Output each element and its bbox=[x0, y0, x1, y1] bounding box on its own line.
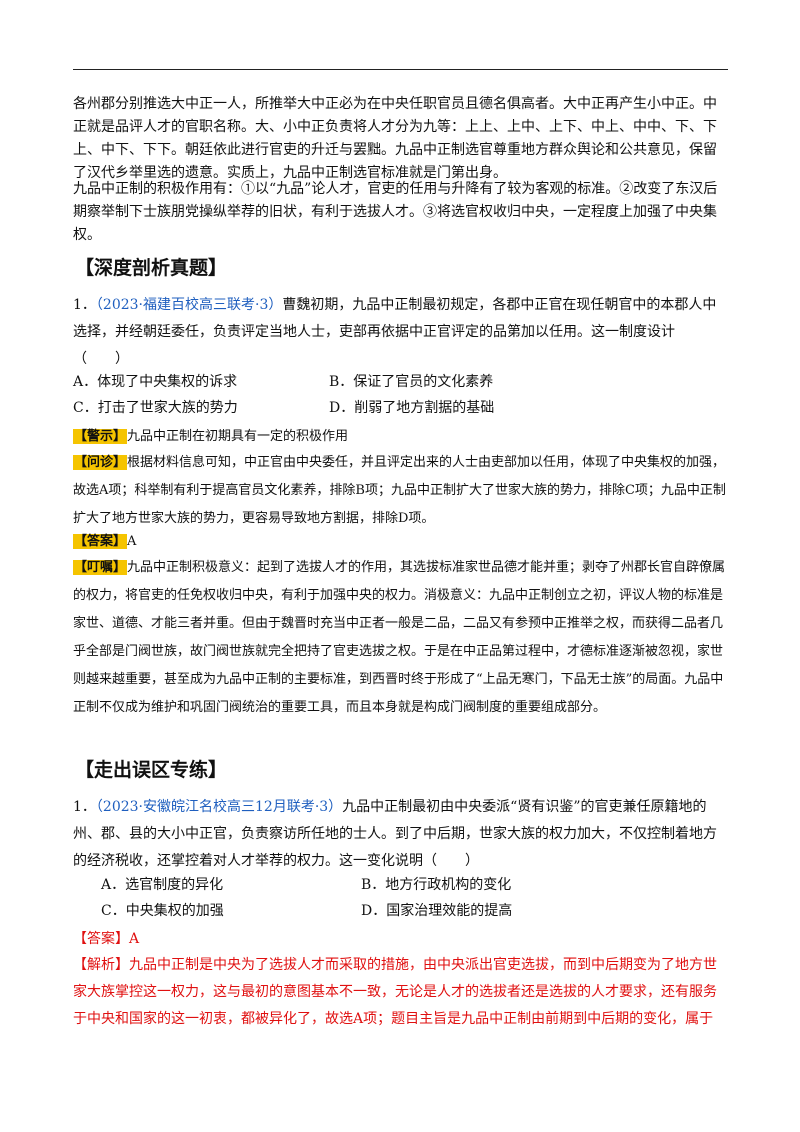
section-title-practice: 【走出误区专练】 bbox=[75, 759, 228, 781]
hint-tag: 【警示】 bbox=[73, 429, 128, 444]
answer-label: 【答案】 bbox=[73, 931, 129, 947]
answer-text: A bbox=[127, 534, 137, 549]
option-c: C．打击了世家大族的势力 bbox=[73, 400, 238, 416]
question-1-stem: 1．（2023·福建百校高三联考·3）曹魏初期，九品中正制最初规定，各郡中正官在… bbox=[73, 292, 728, 373]
diagnosis-block: 【问诊】根据材料信息可知，中正官由中央委任，并且评定出来的人士由吏部加以任用，体… bbox=[73, 449, 728, 533]
question-text: 九品中正制最初由中央委派“贤有识鉴”的官吏兼任原籍地的州、郡、县的大小中正官，负… bbox=[73, 799, 717, 869]
section-title-deep-analysis: 【深度剖析真题】 bbox=[75, 257, 228, 279]
question-source: （2023·安徽皖江名校高三12月联考·3） bbox=[95, 799, 343, 815]
option-d: D．削弱了地方割据的基础 bbox=[329, 400, 495, 416]
option-a: A．选官制度的异化 bbox=[101, 877, 224, 893]
question-number: 1． bbox=[73, 297, 96, 313]
reminder-tag: 【叮嘱】 bbox=[73, 560, 128, 575]
answer-block: 【答案】A bbox=[73, 528, 728, 556]
answer-tag: 【答案】 bbox=[73, 534, 128, 549]
question-text: 曹魏初期，九品中正制最初规定，各郡中正官在现任朝官中的本郡人中选择，并经朝廷委任… bbox=[73, 297, 717, 340]
diagnosis-tag: 【问诊】 bbox=[73, 455, 128, 470]
reminder-block: 【叮嘱】九品中正制积极意义：起到了选拔人才的作用，其选拔标准家世品德才能并重；剥… bbox=[73, 554, 728, 722]
hint-text: 九品中正制在初期具有一定的积极作用 bbox=[127, 429, 349, 444]
question-2-stem: 1．（2023·安徽皖江名校高三12月联考·3）九品中正制最初由中央委派“贤有识… bbox=[73, 794, 728, 875]
intro-paragraph-1: 各州郡分别推选大中正一人，所推举大中正必为在中央任职官员且德名俱高者。大中正再产… bbox=[73, 96, 717, 181]
diagnosis-text: 根据材料信息可知，中正官由中央委任，并且评定出来的人士由吏部加以任用，体现了中央… bbox=[73, 455, 726, 526]
option-d: D．国家治理效能的提高 bbox=[361, 903, 513, 919]
answer-text: A bbox=[129, 931, 140, 947]
option-b: B．保证了官员的文化素养 bbox=[329, 374, 494, 390]
analysis-text: 九品中正制是中央为了选拔人才而采取的措施，由中央派出官吏选拔，而到中后期变为了地… bbox=[73, 957, 717, 1027]
answer-line: 【答案】A bbox=[73, 926, 728, 953]
option-c: C．中央集权的加强 bbox=[101, 903, 224, 919]
option-b: B．地方行政机构的变化 bbox=[361, 877, 512, 893]
question-number: 1． bbox=[73, 799, 96, 815]
question-source: （2023·福建百校高三联考·3） bbox=[95, 297, 283, 313]
analysis-block: 【解析】九品中正制是中央为了选拔人才而采取的措施，由中央派出官吏选拔，而到中后期… bbox=[73, 952, 728, 1033]
reminder-text: 九品中正制积极意义：起到了选拔人才的作用，其选拔标准家世品德才能并重；剥夺了州郡… bbox=[73, 560, 726, 715]
option-a: A．体现了中央集权的诉求 bbox=[73, 374, 238, 390]
hint-block: 【警示】九品中正制在初期具有一定的积极作用 bbox=[73, 423, 728, 451]
answer-blank: （ ） bbox=[73, 351, 129, 367]
intro-paragraph-2: 九品中正制的积极作用有：①以“九品”论人才，官吏的任用与升降有了较为客观的标准。… bbox=[73, 181, 718, 243]
analysis-label: 【解析】 bbox=[73, 957, 129, 973]
header-rule bbox=[73, 69, 728, 70]
